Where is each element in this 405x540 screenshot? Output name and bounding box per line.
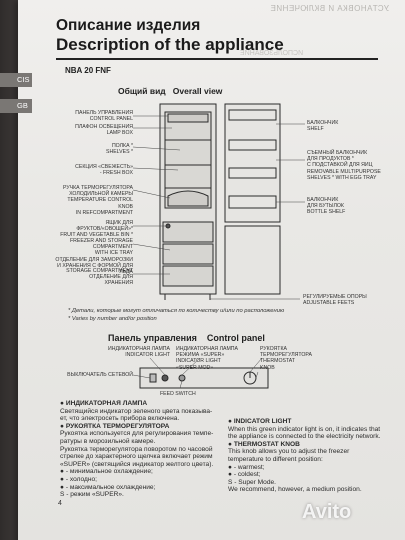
title-ru: Описание изделия bbox=[56, 17, 201, 34]
tab-gb: GB bbox=[0, 99, 32, 113]
model-name: NBA 20 FNF bbox=[65, 66, 111, 75]
cp-switch-ru: ВЫКЛЮЧАТЕЛЬ СЕТЕВОЙ bbox=[67, 372, 133, 378]
label-shelf: БАЛКОНЧИК SHELF bbox=[307, 120, 339, 133]
label-shelves: ПОЛКА * SHELVES * bbox=[105, 143, 133, 156]
note-ru: * Детали, которые могут отличаться по ко… bbox=[68, 308, 285, 314]
overall-view-title: Общий вид Overall view bbox=[118, 86, 223, 96]
label-temperature-knob: РУЧКА ТЕРМОРЕГУЛЯТОРА ХОЛОДИЛЬНОЙ КАМЕРЫ… bbox=[63, 185, 133, 216]
page-number: 4 bbox=[58, 500, 62, 507]
label-fresh-box: СЕКЦИЯ «СВЕЖЕСТЬ» - FRESH BOX bbox=[75, 164, 133, 177]
ru-description: ● ИНДИКАТОРНАЯ ЛАМПА Светящийся индикато… bbox=[60, 400, 214, 499]
label-bottle-shelf: БАЛКОНЧИК для БУТЫЛОК BOTTLE SHELF bbox=[307, 197, 346, 216]
label-egg-tray: СЪЕМНЫЙ БАЛКОНЧИК для ПРОДУКТОВ * с ПОДС… bbox=[307, 150, 381, 181]
tab-cis: CIS bbox=[0, 73, 32, 87]
label-lamp-box: ПЛАФОН ОСВЕЩЕНИЯ LAMP BOX bbox=[75, 124, 133, 137]
label-vegetable-bin: ЯЩИК для ФРУКТОВ/«ОВОЩЕЙ»* FRUIT and VEG… bbox=[60, 220, 133, 239]
en-description: ● INDICATOR LIGHT When this green indica… bbox=[228, 418, 381, 494]
label-storage: STORAGE compartment ОТДЕЛЕНИЕ для ХРАНЕН… bbox=[66, 268, 133, 287]
label-adjustable-feet: РЕГУЛИРУЕМЫЕ ОПОРЫ ADJUSTABLE FEETS bbox=[303, 294, 367, 307]
title-en: Description of the appliance bbox=[56, 35, 284, 54]
avito-watermark: Avito bbox=[302, 501, 352, 523]
control-panel-title: Панель управления Control panel bbox=[108, 333, 265, 343]
cp-feed-switch: FEED SWITCH bbox=[160, 391, 196, 397]
title-rule bbox=[56, 58, 378, 60]
label-control-panel: ПАНЕЛЬ УПРАВЛЕНИЯ CONTROL PANEL bbox=[75, 110, 133, 123]
label-freezer: FREEZER and STORAGE compartment with ICE… bbox=[55, 238, 133, 276]
cp-super-light: ИНДИКАТОРНАЯ ЛАМПА РЕЖИМА «SUPER»INDICAT… bbox=[176, 346, 238, 371]
note-en: * Varies by number and/or position bbox=[68, 316, 157, 322]
